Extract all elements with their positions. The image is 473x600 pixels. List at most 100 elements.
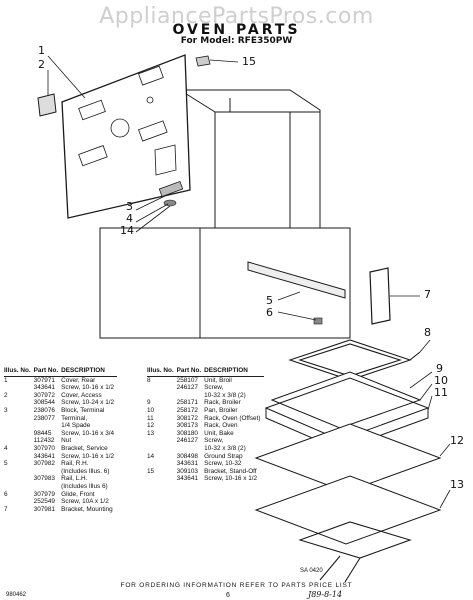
illus-cell xyxy=(4,475,34,483)
header-description: DESCRIPTION xyxy=(204,367,264,377)
description-cell: Unit, Bake xyxy=(204,429,234,437)
callout-10: 10 xyxy=(434,374,448,387)
callout-3: 3 xyxy=(126,200,133,213)
page-number: 6 xyxy=(226,592,230,599)
part-number-cell: 343641 xyxy=(176,475,198,483)
part-number-cell: 238076 xyxy=(33,406,55,414)
description-cell: Screw, xyxy=(204,437,224,445)
callout-6: 6 xyxy=(266,306,273,319)
description-cell: Ground Strap xyxy=(204,452,243,460)
callout-7: 7 xyxy=(424,288,431,301)
illus-cell xyxy=(147,475,177,483)
part-number-cell: 308172 xyxy=(176,414,198,422)
part-number-cell: 307970 xyxy=(33,444,55,452)
part-number-cell xyxy=(34,483,62,491)
description-cell: Nut xyxy=(61,437,72,445)
table-row: 10-32 x 3/8 (2) xyxy=(147,445,264,453)
illus-cell xyxy=(4,384,34,392)
table-header-row: Illus. No. Part No. DESCRIPTION xyxy=(147,367,264,377)
part-number-cell: 308498 xyxy=(176,452,198,460)
illus-cell: 14 xyxy=(147,452,155,460)
description-cell: Screw, 10-16 x 1/2 xyxy=(61,384,115,392)
illus-cell: 2 xyxy=(4,391,8,399)
illus-cell: 7 xyxy=(4,505,8,513)
part-number-cell xyxy=(177,445,205,453)
part-number-cell: 343631 xyxy=(176,460,198,468)
header-description: DESCRIPTION xyxy=(61,367,118,377)
description-cell: Rack, Broiler xyxy=(204,399,241,407)
callout-5: 5 xyxy=(266,294,273,307)
description-cell: 10-32 x 3/8 (2) xyxy=(204,391,246,399)
illus-cell: 15 xyxy=(147,467,155,475)
illus-cell xyxy=(4,468,34,476)
illus-cell xyxy=(147,384,177,392)
part-number-cell xyxy=(34,468,62,476)
header-illus: Illus. No. xyxy=(147,367,177,377)
rear-cover-panel xyxy=(61,54,191,219)
description-cell: Block, Terminal xyxy=(61,406,105,414)
callout-leaders xyxy=(47,55,451,509)
description-cell: Rail, L.H. xyxy=(61,475,88,483)
part-number-cell: 307983 xyxy=(33,475,55,483)
table-header-row: Illus. No. Part No. DESCRIPTION xyxy=(4,367,118,377)
description-cell: Cover, Rear xyxy=(61,376,96,384)
illus-cell xyxy=(4,415,34,423)
description-cell: Screw, 10-16 x 1/2 xyxy=(61,452,115,460)
callout-13: 13 xyxy=(450,478,464,491)
callout-11: 11 xyxy=(434,386,448,399)
illus-cell xyxy=(147,437,177,445)
watermark: AppliancePartsPros.com xyxy=(99,4,374,29)
illus-cell xyxy=(4,498,34,506)
access-cover xyxy=(37,93,57,117)
ordering-note: FOR ORDERING INFORMATION REFER TO PARTS … xyxy=(120,582,353,589)
callout-8: 8 xyxy=(424,326,431,339)
description-cell: Rail, R.H. xyxy=(61,460,89,468)
description-cell: Screw, xyxy=(204,384,224,392)
illus-cell xyxy=(4,437,34,445)
part-number-cell: 258107 xyxy=(176,376,198,384)
illus-cell xyxy=(4,483,34,491)
header-part: Part No. xyxy=(33,367,62,377)
table-row: 307983 Rail, L.H. xyxy=(4,475,117,483)
illus-cell xyxy=(4,399,34,407)
part-number-cell: 307972 xyxy=(33,391,55,399)
part-number-cell: 308544 xyxy=(33,399,55,407)
oven-racks xyxy=(254,423,442,545)
description-cell: Screw, 10-32 xyxy=(204,460,242,468)
oven-rails xyxy=(247,261,391,325)
part-number-cell: 246127 xyxy=(176,437,198,445)
illus-cell xyxy=(4,453,34,461)
table-row: 343641 Screw, 10-16 x 1/2 xyxy=(4,384,117,392)
part-number-cell: 308180 xyxy=(176,429,198,437)
table-row: 343641 Screw, 10-16 x 1/2 xyxy=(4,453,117,461)
part-number-cell: 307982 xyxy=(33,460,55,468)
callout-1: 1 xyxy=(38,44,45,57)
part-number-cell: 343641 xyxy=(33,452,55,460)
callout-4: 4 xyxy=(126,212,133,225)
description-cell: Screw, 10-24 x 1/2 xyxy=(61,399,115,407)
description-cell: 1/4 Spade xyxy=(61,422,91,430)
part-number-cell: 343641 xyxy=(33,384,55,392)
callout-15: 15 xyxy=(242,55,256,68)
drawing-reference-code: SA 0420 xyxy=(300,568,323,574)
description-cell: Screw, 10A x 1/2 xyxy=(61,498,109,506)
header-part: Part No. xyxy=(176,367,205,377)
description-cell: Pan, Broiler xyxy=(204,406,238,414)
bake-element xyxy=(298,521,412,583)
part-number-cell: 307971 xyxy=(33,376,55,384)
table-row: 1/4 Spade xyxy=(4,422,117,430)
part-number-cell: 307981 xyxy=(33,505,55,513)
page-title: OVEN PARTS xyxy=(172,22,301,38)
